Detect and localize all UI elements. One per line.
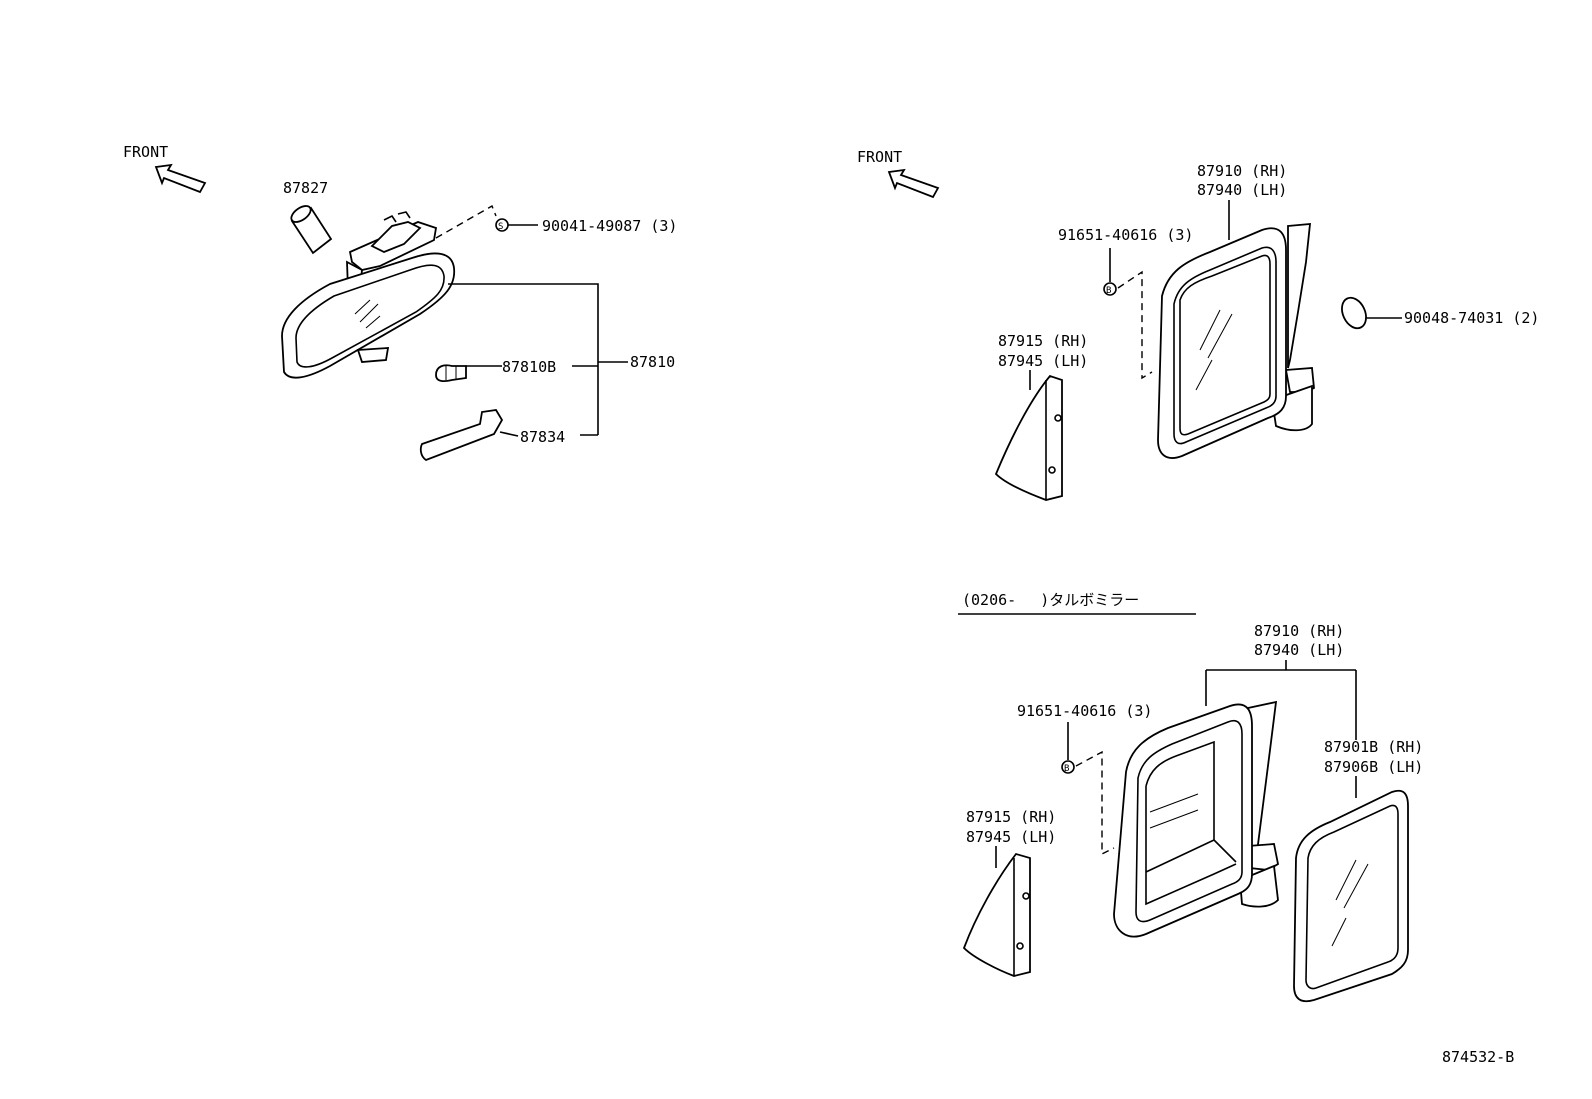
svg-text:S: S xyxy=(498,222,503,232)
part-label-87834[interactable]: 87834 xyxy=(520,428,565,446)
svg-text:B: B xyxy=(1106,286,1111,296)
variant-mirror-housing-part xyxy=(1113,700,1280,938)
svg-text:B: B xyxy=(1064,764,1069,774)
variant-part-label-87945-lh[interactable]: 87945 (LH) xyxy=(966,828,1056,846)
screw-s-symbol-icon: S xyxy=(495,218,509,232)
part-label-87940-lh[interactable]: 87940 (LH) xyxy=(1197,181,1287,199)
part-label-87810B[interactable]: 87810B xyxy=(502,358,556,376)
front-label-outer: FRONT xyxy=(857,148,902,166)
inner-mirror-assembly-part xyxy=(281,252,455,379)
part-label-87910-rh[interactable]: 87910 (RH) xyxy=(1197,162,1287,180)
part-label-87945-lh[interactable]: 87945 (LH) xyxy=(998,352,1088,370)
inner-mirror-group: FRONT 87827 S 9004 xyxy=(123,143,677,462)
variant-part-label-87906B-lh[interactable]: 87906B (LH) xyxy=(1324,758,1423,776)
variant-corner-cover-part xyxy=(962,852,1031,977)
diagram-id: 874532-B xyxy=(1442,1048,1514,1066)
front-arrow-icon xyxy=(887,168,940,199)
part-label-90041-49087[interactable]: 90041-49087 (3) xyxy=(542,217,677,235)
lamp-bulb-part xyxy=(435,364,467,383)
front-arrow-icon xyxy=(154,163,207,194)
part-label-91651-40616[interactable]: 91651-40616 (3) xyxy=(1058,226,1193,244)
variant-mirror-group: (0206- )タルボミラー 87910 (RH) 87940 (LH) 916… xyxy=(958,591,1423,1003)
variant-part-label-87915-rh[interactable]: 87915 (RH) xyxy=(966,808,1056,826)
variant-part-label-87940-lh[interactable]: 87940 (LH) xyxy=(1254,641,1344,659)
part-label-90048-74031[interactable]: 90048-74031 (2) xyxy=(1404,309,1539,327)
hole-plug-part xyxy=(1341,296,1367,330)
bolt-b-symbol-icon: B xyxy=(1061,760,1075,774)
variant-part-label-91651-40616[interactable]: 91651-40616 (3) xyxy=(1017,702,1152,720)
bolt-b-symbol-icon: B xyxy=(1103,282,1117,296)
variant-part-label-87901B-rh[interactable]: 87901B (RH) xyxy=(1324,738,1423,756)
outer-mirror-group: FRONT 87910 (RH) 87940 (LH) 91651-40616 … xyxy=(857,148,1539,501)
lamp-lens-part xyxy=(419,409,504,462)
variant-header: (0206- )タルボミラー xyxy=(962,591,1139,609)
mirror-stay-cover-part xyxy=(290,205,333,255)
part-label-87810[interactable]: 87810 xyxy=(630,353,675,371)
mirror-glass-part xyxy=(1293,789,1409,1003)
variant-part-label-87910-rh[interactable]: 87910 (RH) xyxy=(1254,622,1344,640)
mirror-corner-cover-part xyxy=(994,374,1063,501)
part-label-87915-rh[interactable]: 87915 (RH) xyxy=(998,332,1088,350)
part-label-87827[interactable]: 87827 xyxy=(283,179,328,197)
outer-mirror-assembly-part xyxy=(1157,223,1315,459)
front-label-inner: FRONT xyxy=(123,143,168,161)
